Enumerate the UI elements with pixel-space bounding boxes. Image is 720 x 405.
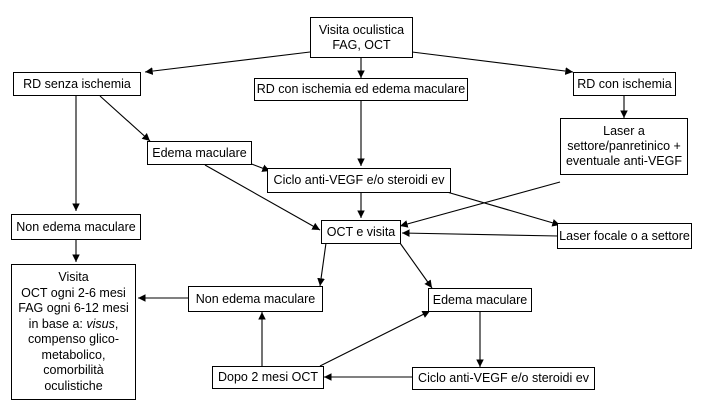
arrow-visita-to-rd-con-ischemia xyxy=(411,51,574,75)
arrow-edema-to-ciclo xyxy=(248,162,271,172)
node-laser-settore: Laser a settore/panretinico + eventuale … xyxy=(560,118,688,175)
node-laser-focale: Laser focale o a settore xyxy=(557,223,692,249)
node-rd-ischemia-edema: RD con ischemia ed edema maculare xyxy=(254,78,468,101)
node-ciclo-antivegf-2: Ciclo anti-VEGF e/o steroidi ev xyxy=(412,367,595,390)
node-visita-oculistica-line-1: Visita oculistica xyxy=(318,22,405,37)
node-rd-con-ischemia: RD con ischemia xyxy=(573,72,676,96)
node-edema-maculare-1-label: Edema maculare xyxy=(152,145,247,160)
arrow-laser-settore-to-oct xyxy=(399,181,561,228)
node-non-edema-maculare-2: Non edema maculare xyxy=(188,286,323,312)
arrow-edema-to-oct xyxy=(204,164,321,231)
node-visita-followup-line-3: FAG ogni 6-12 mesi xyxy=(18,301,129,315)
node-laser-settore-line-2: settore/panretinico + xyxy=(567,139,681,153)
arrow-laser-focale-to-oct xyxy=(401,229,559,237)
arrow-ciclo-to-laser-focale xyxy=(439,189,561,227)
node-non-edema-maculare-1: Non edema maculare xyxy=(11,214,141,240)
node-edema-maculare-1: Edema maculare xyxy=(147,141,252,165)
node-laser-focale-label: Laser focale o a settore xyxy=(559,228,690,243)
node-visita-followup-line-6: metabolico, xyxy=(41,347,106,362)
arrow-oct-to-non-edema-2 xyxy=(317,242,327,287)
node-dopo-2-mesi: Dopo 2 mesi OCT xyxy=(212,366,324,389)
node-oct-e-visita-label: OCT e visita xyxy=(326,224,396,239)
node-visita-followup: Visita OCT ogni 2-6 mesi FAG ogni 6-12 m… xyxy=(11,264,136,400)
node-edema-maculare-2-label: Edema maculare xyxy=(432,292,528,307)
arrow-rd-senza-to-edema xyxy=(99,95,151,142)
node-ciclo-antivegf-1: Ciclo anti-VEGF e/o steroidi ev xyxy=(267,168,451,193)
node-non-edema-maculare-2-label: Non edema maculare xyxy=(195,291,316,306)
node-visita-oculistica-line-2: FAG, OCT xyxy=(332,37,391,52)
node-rd-senza-ischemia-label: RD senza ischemia xyxy=(23,76,131,91)
node-visita-followup-line-4: in base a: visus, xyxy=(28,316,119,331)
node-ciclo-antivegf-1-label: Ciclo anti-VEGF e/o steroidi ev xyxy=(273,173,445,187)
node-rd-ischemia-edema-label: RD con ischemia ed edema maculare xyxy=(256,82,466,96)
node-rd-senza-ischemia: RD senza ischemia xyxy=(13,72,141,96)
node-ciclo-antivegf-2-label: Ciclo anti-VEGF e/o steroidi ev xyxy=(418,371,589,385)
node-oct-e-visita: OCT e visita xyxy=(321,220,401,244)
arrow-dopo-to-edema-2 xyxy=(319,310,431,367)
node-edema-maculare-2: Edema maculare xyxy=(428,288,532,312)
node-visita-followup-line-8: oculistiche xyxy=(44,378,103,393)
node-rd-con-ischemia-label: RD con ischemia xyxy=(577,76,672,91)
node-visita-oculistica: Visita oculistica FAG, OCT xyxy=(310,17,413,58)
node-non-edema-maculare-1-label: Non edema maculare xyxy=(16,219,136,234)
node-visita-followup-line-5: compenso glico- xyxy=(27,332,119,346)
arrow-visita-to-rd-senza xyxy=(144,51,311,75)
node-laser-settore-line-3: eventuale anti-VEGF xyxy=(565,154,683,168)
node-laser-settore-line-1: Laser a xyxy=(603,124,645,138)
node-visita-followup-line-2: OCT ogni 2-6 mesi xyxy=(21,285,126,300)
node-dopo-2-mesi-label: Dopo 2 mesi OCT xyxy=(217,370,319,384)
node-visita-followup-line-7: comorbilità xyxy=(43,363,104,377)
node-visita-followup-line-1: Visita xyxy=(58,270,89,284)
arrow-oct-to-edema-2 xyxy=(399,242,433,289)
